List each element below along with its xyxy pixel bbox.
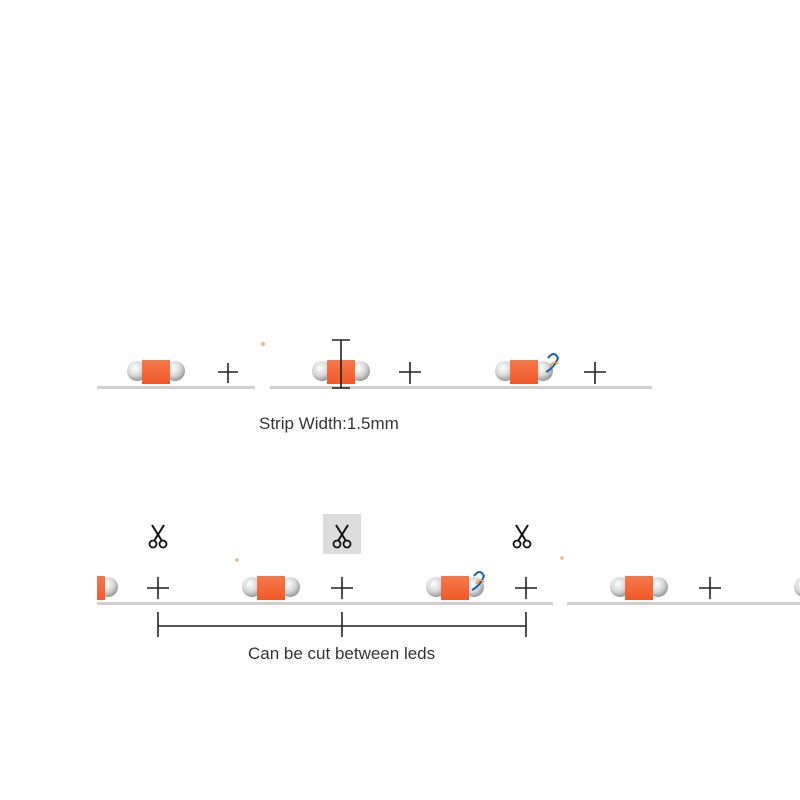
led-chip: [242, 576, 300, 600]
plus-marker-icon: [147, 577, 169, 599]
plus-marker-icon: [584, 362, 606, 384]
plus-marker-icon: [218, 363, 238, 383]
cut-interval-dimension: [157, 612, 527, 637]
led-chip: [97, 576, 118, 600]
led-body: [625, 576, 653, 600]
led-body: [142, 360, 170, 384]
cut-note-label: Can be cut between leds: [248, 644, 436, 663]
strip-base-segment: [270, 386, 652, 389]
led-chip: [127, 360, 185, 384]
scissors-icon: [332, 524, 352, 549]
plus-marker-icon: [331, 577, 353, 599]
led-chip: [426, 576, 484, 600]
width-dimension-bracket: [332, 339, 350, 389]
led-body: [97, 576, 105, 600]
solder-pad: [794, 577, 800, 597]
speck: [560, 556, 564, 560]
led-body: [257, 576, 285, 600]
brand-logo-icon: [471, 571, 486, 591]
led-chip: [610, 576, 668, 600]
plus-marker-icon: [515, 577, 537, 599]
strip-base-segment: [97, 386, 255, 389]
led-body: [441, 576, 469, 600]
bottom-strip: [97, 556, 800, 605]
top-strip: [97, 339, 652, 389]
speck: [261, 342, 265, 346]
scissors-icon: [148, 524, 168, 549]
led-chip: [495, 360, 553, 384]
strip-base-segment: [97, 602, 553, 605]
plus-marker-icon: [399, 362, 421, 384]
brand-logo-icon: [545, 353, 560, 373]
strip-width-label: Strip Width:1.5mm: [259, 414, 399, 433]
strip-base-segment: [567, 602, 800, 605]
scissors-icon: [512, 524, 532, 549]
led-body: [510, 360, 538, 384]
plus-marker-icon: [699, 577, 721, 599]
led-chip: [794, 577, 800, 597]
speck: [235, 558, 239, 562]
